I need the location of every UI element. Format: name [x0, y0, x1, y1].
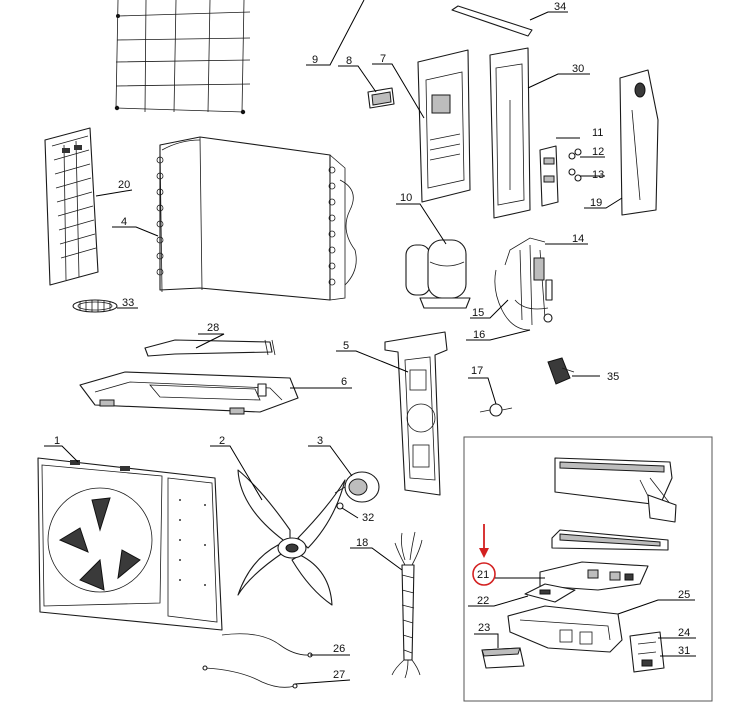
part-driver-pcb [524, 583, 576, 603]
part-cable-26 [221, 633, 313, 658]
callout-label: 5 [343, 340, 349, 352]
part-cable-coil [72, 299, 118, 313]
part-side-cover [619, 69, 659, 216]
callout-label: 19 [590, 197, 602, 209]
part-fan-motor [334, 471, 380, 503]
highlight-circle [472, 562, 496, 586]
callout-label: 2 [219, 435, 225, 447]
callout-label-highlighted: 21 [477, 569, 489, 581]
callout-label: 12 [592, 146, 604, 158]
callout-label: 35 [607, 371, 619, 383]
part-ebox-top-cover [554, 457, 677, 523]
callout-label: 30 [572, 63, 584, 75]
part-base-heater [144, 339, 276, 357]
callout-label: 15 [472, 307, 484, 319]
callout-label: 10 [400, 192, 412, 204]
callout-label: 8 [346, 55, 352, 67]
part-base-pan [79, 371, 299, 415]
electrical-box-inset [463, 436, 713, 702]
callout-label: 27 [333, 669, 345, 681]
part-terminal-cover [629, 631, 665, 673]
part-partition-plate [417, 49, 471, 203]
part-capacitor-box [481, 647, 525, 669]
part-reactor [367, 87, 395, 109]
callout-label: 24 [678, 627, 690, 639]
part-fan-nut [336, 502, 344, 510]
callout-label: 4 [121, 216, 127, 228]
part-clamp-13 [568, 168, 582, 182]
callout-label: 16 [473, 329, 485, 341]
part-side-guard-panel [44, 127, 99, 286]
callout-label: 14 [572, 233, 584, 245]
part-rear-grille [114, 0, 251, 115]
callout-label: 13 [592, 169, 604, 181]
part-wire-harness [391, 531, 423, 679]
callout-label: 9 [312, 54, 318, 66]
part-ebox-body [507, 605, 623, 653]
callout-label: 26 [333, 643, 345, 655]
callout-label: 33 [122, 297, 134, 309]
part-condenser-coil [156, 136, 357, 301]
callout-label: 18 [356, 537, 368, 549]
part-side-plate [489, 47, 531, 219]
part-cable-27 [202, 665, 298, 689]
callout-label: 25 [678, 589, 690, 601]
callout-label: 23 [478, 622, 490, 634]
callout-label: 32 [362, 512, 374, 524]
callout-label: 34 [554, 1, 566, 13]
part-motor-bracket [384, 331, 448, 496]
part-clamp-12 [568, 148, 582, 160]
part-front-panel [37, 457, 223, 631]
part-fan-blade [237, 469, 346, 606]
callouts: 1 2 3 4 5 6 7 8 9 10 11 12 13 [44, 0, 696, 685]
part-expansion-valve [547, 357, 575, 385]
part-terminal-block [539, 145, 559, 207]
callout-label: 6 [341, 376, 347, 388]
callout-label: 11 [592, 127, 603, 139]
part-compressor [405, 239, 471, 309]
callout-label: 31 [678, 645, 690, 657]
callout-label: 17 [471, 365, 483, 377]
callout-label: 7 [380, 53, 386, 65]
part-ebox-heatsink-cover [551, 529, 669, 551]
part-valve [479, 403, 513, 417]
part-piping-assembly [494, 237, 553, 331]
callout-label: 28 [207, 322, 219, 334]
callout-label: 22 [477, 595, 489, 607]
callout-label: 1 [54, 435, 60, 447]
part-top-bar [451, 5, 533, 37]
callout-label: 3 [317, 435, 323, 447]
callout-label: 20 [118, 179, 130, 191]
